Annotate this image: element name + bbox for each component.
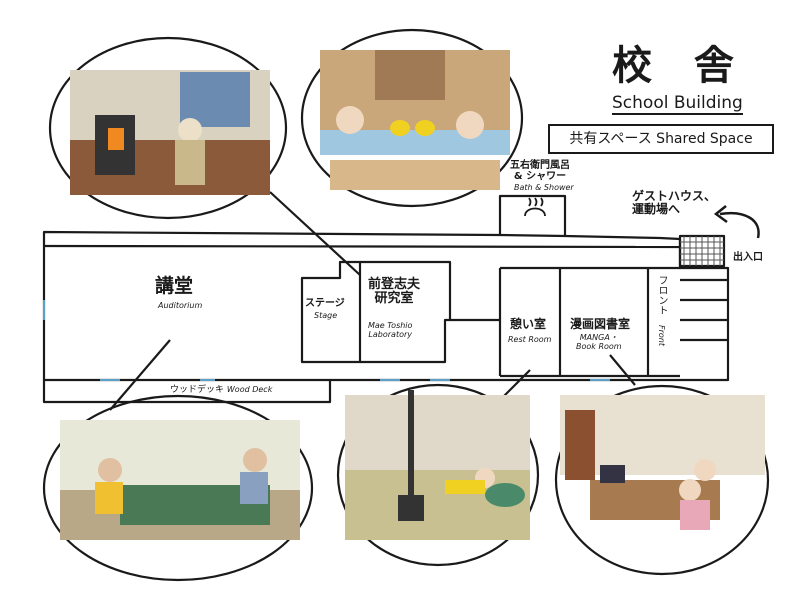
wood-deck-label: ウッドデッキ Wood Deck [170, 385, 273, 396]
bath-photo [300, 28, 524, 208]
fireplace-scene [70, 70, 270, 195]
manga-room-label-en: MANGA・ Book Room [576, 333, 622, 351]
front-label-jp: フロント [656, 275, 667, 315]
entrance-label: 出入口 [733, 252, 763, 263]
front-label-en: Front [656, 325, 666, 346]
manga-room-scene [560, 395, 765, 530]
bath-annex [498, 194, 567, 236]
guesthouse-sign: ゲストハウス、 運動場へ [632, 189, 717, 217]
wood-deck-label-en: Wood Deck [226, 385, 273, 394]
laboratory-label-en: Mae Toshio Laboratory [368, 321, 413, 339]
bath-scene [320, 50, 510, 190]
arrow-icon [713, 205, 760, 239]
page-title: 校 舎 [612, 43, 748, 89]
fireplace-photo [48, 36, 288, 220]
stage-label-jp: ステージ [305, 298, 345, 309]
laboratory-label-jp: 前登志夫 研究室 [368, 277, 421, 307]
stage-label-en: Stage [314, 311, 338, 320]
stove-room-photo [336, 383, 540, 567]
shared-space-label: 共有スペース Shared Space [548, 124, 774, 154]
table-tennis-photo [42, 394, 314, 582]
wood-deck-strip [42, 380, 332, 404]
wood-deck-label-jp: ウッドデッキ [170, 385, 225, 395]
bath-label-jp: 五右衛門風呂 & シャワー [510, 160, 570, 182]
auditorium-label-en: Auditorium [158, 301, 203, 310]
page-subtitle: School Building [612, 93, 743, 115]
manga-room-label-jp: 漫画図書室 [570, 317, 631, 331]
manga-room-photo [554, 384, 770, 576]
rest-room-label-jp: 憩い室 [510, 317, 547, 331]
rest-room-label-en: Rest Room [508, 335, 552, 344]
table-tennis-scene [60, 420, 300, 540]
auditorium-label-jp: 講堂 [155, 275, 194, 297]
bath-label-en: Bath & Shower [514, 183, 574, 192]
hot-spring-icon [524, 197, 546, 217]
stove-room-scene [345, 390, 530, 540]
